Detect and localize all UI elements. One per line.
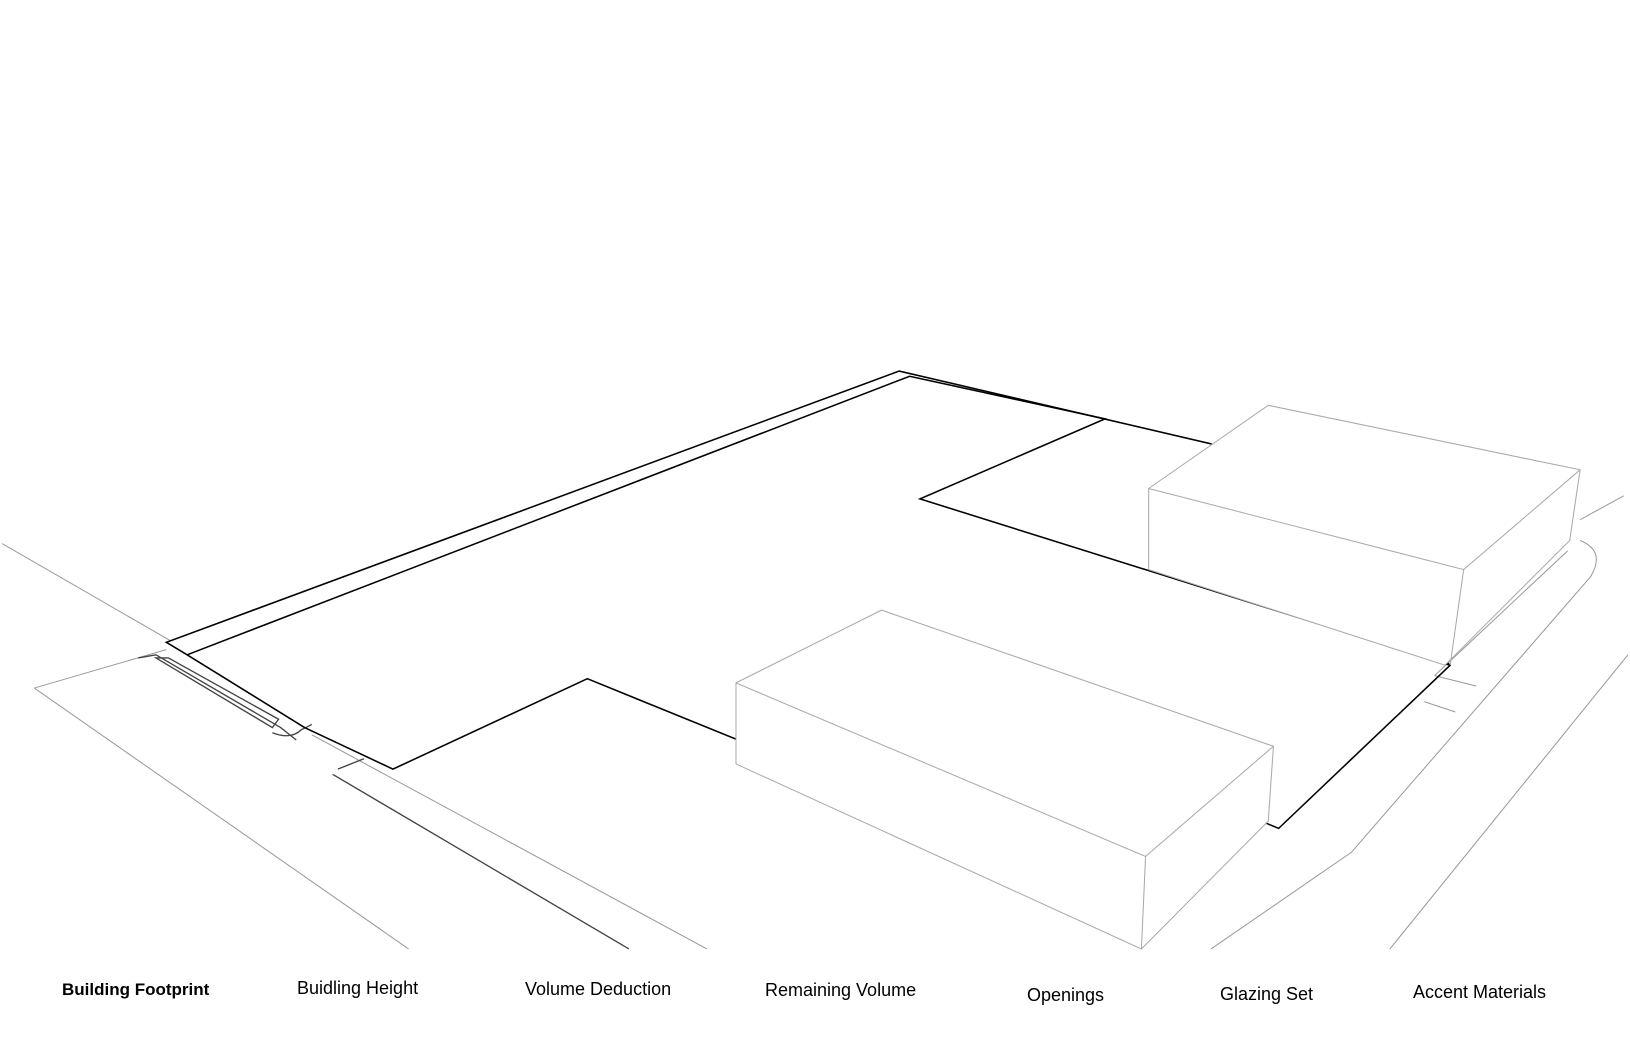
building-volume-east	[1148, 404, 1581, 666]
step-openings: Openings	[1027, 985, 1105, 1005]
context-lines	[1, 495, 1629, 950]
step-building-footprint: Building Footprint	[62, 980, 210, 999]
step-glazing-set: Glazing Set	[1220, 984, 1314, 1004]
step-accent-materials: Accent Materials	[1413, 982, 1547, 1002]
street-curb	[138, 654, 630, 950]
building-volume-south	[735, 609, 1274, 950]
step-volume-deduction: Volume Deduction	[525, 979, 672, 999]
step-building-height: Buidling Height	[297, 978, 419, 998]
step-remaining-volume: Remaining Volume	[765, 980, 917, 1000]
